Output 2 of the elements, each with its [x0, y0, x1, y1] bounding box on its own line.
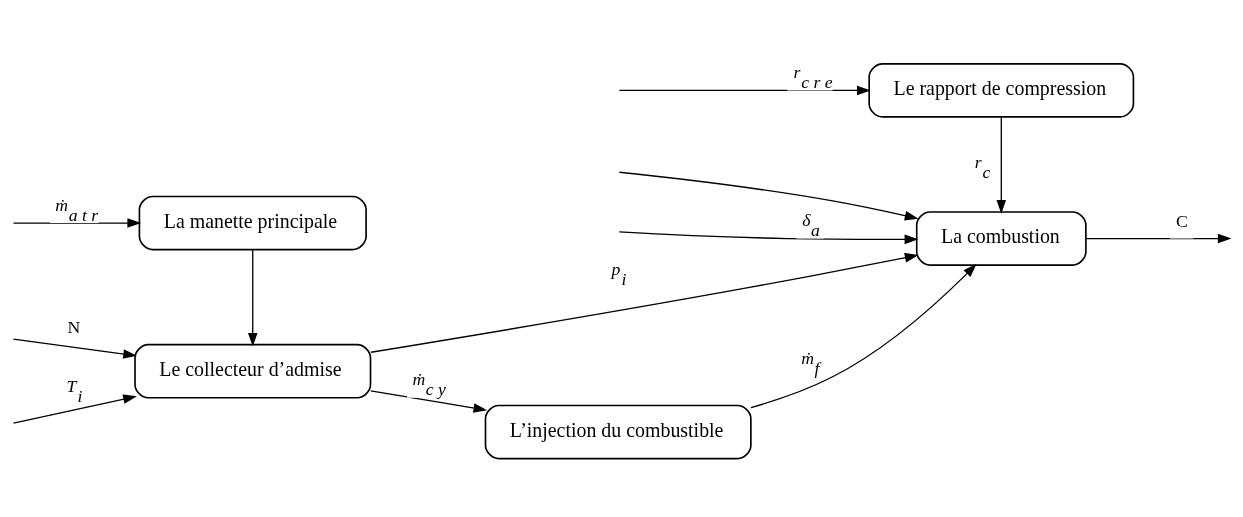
edge-label: N — [67, 316, 81, 337]
edge-label: C — [1176, 210, 1188, 231]
